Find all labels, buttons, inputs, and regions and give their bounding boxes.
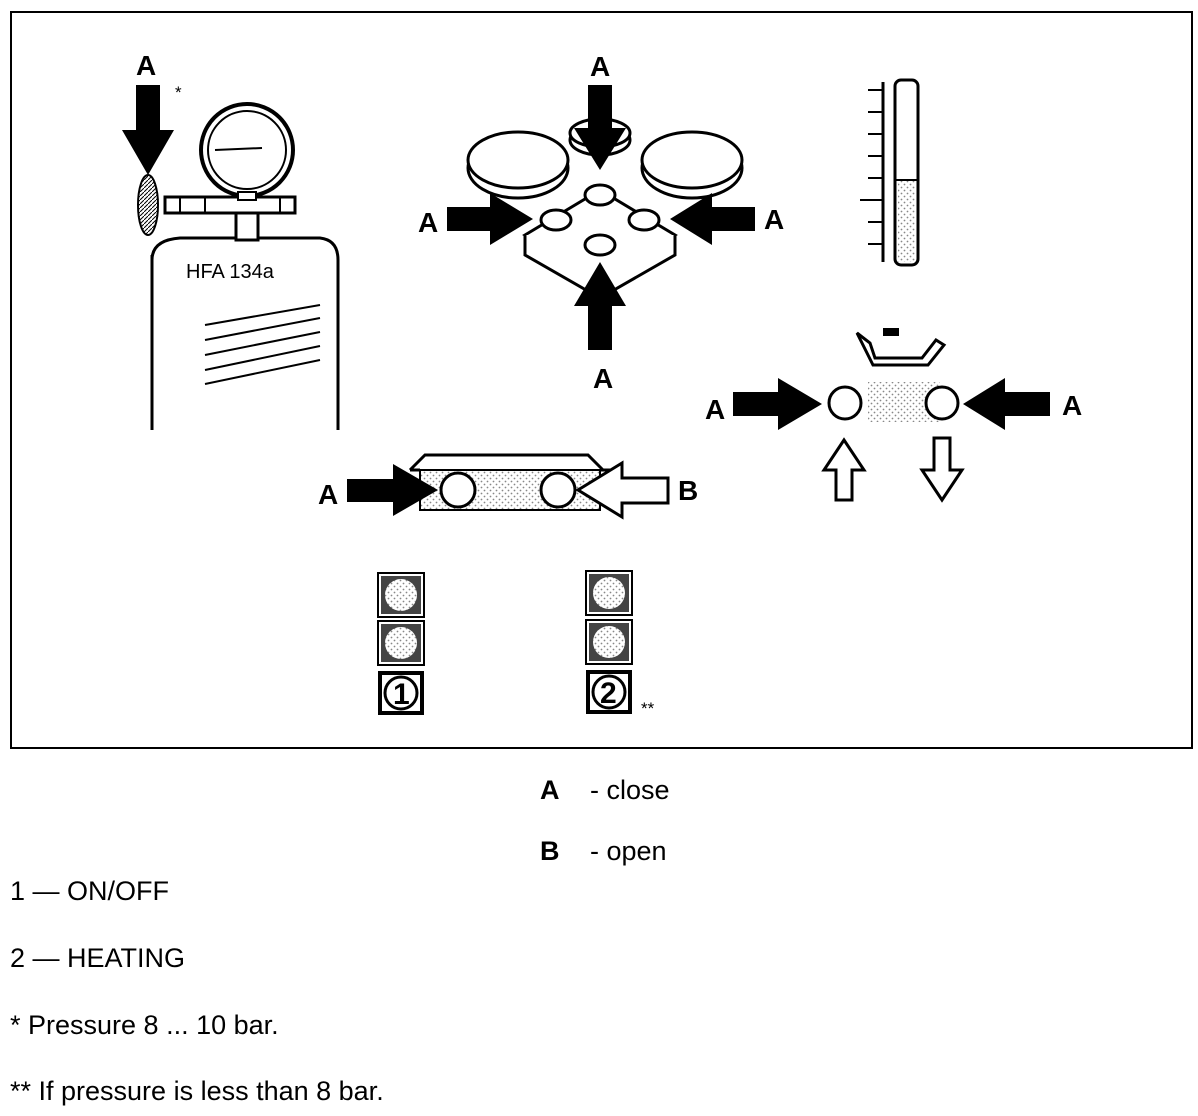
arrow-label-bottom: A [593,363,613,394]
arrow-close-top [574,85,626,170]
service-unit-top-view [466,117,744,300]
cylinder-marker: * [175,83,182,102]
arrow-label-left: A [418,207,438,238]
switch-panel-1: 1 [377,572,425,715]
arrow-label-oil-right: A [1062,390,1082,421]
valve-block [408,453,610,511]
legend-text-a: - close [590,775,670,805]
arrow-close-oil-left [733,378,822,430]
arrow-label-close: A [136,50,156,81]
figure-frame [10,11,1193,749]
note-switch-1: 1 — ON/OFF [10,876,170,906]
legend-text-b: - open [590,836,667,866]
legend-key-b: B [540,836,560,866]
arrow-close-cylinder [122,85,174,175]
arrow-label-valve-close: A [318,479,338,510]
valve-knob [137,174,159,236]
switch-2-number: 2 [600,677,617,710]
note-pressure: * Pressure 8 ... 10 bar. [10,1010,279,1040]
arrow-open-valve [575,460,670,520]
flow-down-arrow-icon [919,436,965,503]
oil-injection-unit [827,328,960,422]
switch-1-number: 1 [393,678,410,711]
arrow-close-left [447,193,533,245]
legend-key-a: A [540,775,560,805]
arrow-label-valve-open: B [678,475,698,506]
pressure-gauge [137,102,297,242]
arrow-label-right: A [764,204,784,235]
switch-2-marker: ** [641,699,655,718]
note-low-pressure: ** If pressure is less than 8 bar. [10,1076,384,1106]
legend-row-b: B - open [540,836,667,867]
refrigerant-cylinder: HFA 134a [150,236,340,430]
arrow-label-top: A [590,51,610,82]
note-switch-2: 2 — HEATING [10,943,186,973]
cylinder-label: HFA 134a [186,261,275,283]
arrow-label-oil-left: A [705,394,725,425]
legend-row-a: A - close [540,775,670,806]
arrow-close-oil-right [963,378,1050,430]
flow-up-arrow-icon [821,437,867,502]
arrow-close-valve [347,464,438,516]
procedure-diagram: HFA 134a A * A A A A [10,11,1193,749]
level-sight-glass [860,78,920,267]
arrow-close-right [670,193,755,245]
switch-panel-2: 2 ** [585,570,655,718]
arrow-close-bottom [574,262,626,350]
